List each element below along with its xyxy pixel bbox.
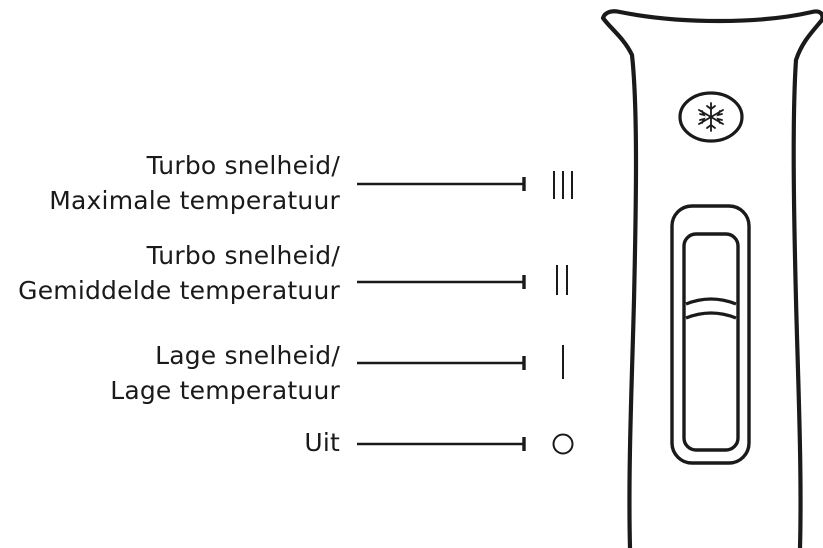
symbol-off-circle-icon [552, 433, 574, 455]
cool-shot-button[interactable] [678, 91, 744, 143]
label-off-line1: Uit [304, 428, 340, 457]
switch-track [682, 232, 740, 452]
label-turbo-medium-line2: Gemiddelde temperatuur [18, 276, 340, 305]
symbol-three-bars-icon [553, 171, 573, 199]
label-low-line1: Lage snelheid/ [155, 341, 340, 370]
label-turbo-max-line1: Turbo snelheid/ [146, 151, 340, 180]
switch-slider-bottom-edge [685, 311, 737, 320]
leader-line-turbo-medium [357, 275, 526, 289]
label-turbo-medium: Turbo snelheid/ Gemiddelde temperatuur [18, 238, 340, 308]
leader-line-off [357, 437, 526, 451]
label-turbo-medium-line1: Turbo snelheid/ [146, 241, 340, 270]
symbol-two-bars-icon [556, 265, 568, 295]
leader-line-low [357, 356, 526, 370]
label-off: Uit [304, 425, 340, 460]
leader-line-turbo-max [357, 177, 526, 191]
handle-outline [600, 9, 823, 548]
switch-slider-top-edge [685, 297, 737, 306]
label-low-line2: Lage temperatuur [110, 376, 340, 405]
label-turbo-max-line2: Maximale temperatuur [49, 186, 340, 215]
label-turbo-max: Turbo snelheid/ Maximale temperatuur [49, 148, 340, 218]
label-low: Lage snelheid/ Lage temperatuur [110, 338, 340, 408]
slide-switch[interactable] [670, 204, 751, 465]
snowflake-icon [698, 102, 724, 132]
